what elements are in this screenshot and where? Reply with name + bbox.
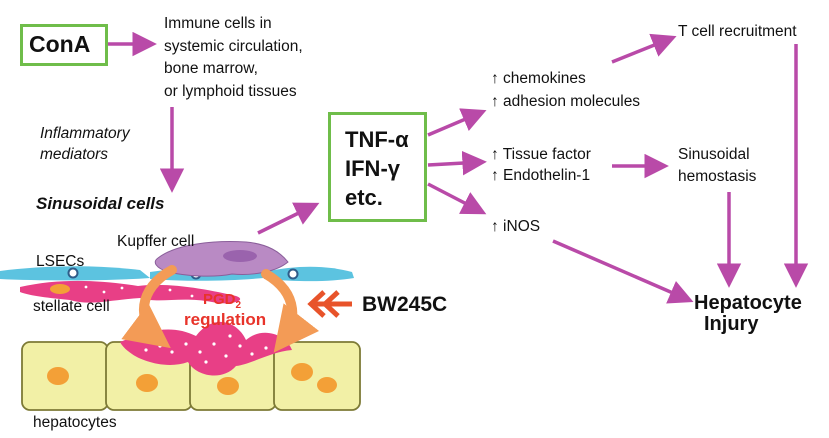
inflammatory-mediators-line: Inflammatory [40, 125, 130, 142]
arrow-cytokines-to-tissue-factor [427, 150, 487, 176]
adhesion-molecules-line: ↑ adhesion molecules [491, 93, 641, 110]
immune-cells-line: bone marrow, [164, 60, 258, 77]
cytokine-tnf: TNF-α [345, 127, 409, 152]
arrow-cytokines-to-inos [427, 182, 487, 215]
arrow-chemokines-to-tcell [611, 33, 677, 64]
stellate-cell [20, 280, 241, 304]
hepatocyte-injury-line: Hepatocyte [694, 292, 802, 314]
kupffer-cell-shape [154, 241, 289, 277]
kupffer-cell-label: Kupffer cell [117, 233, 195, 250]
hepatocyte-nucleus [291, 363, 313, 381]
immune-cells-line: Immune cells in [164, 15, 272, 32]
cona-label: ConA [29, 31, 91, 57]
hepatocyte-nucleus [47, 367, 69, 385]
lsecs-label: LSECs [36, 253, 85, 270]
lsec-nucleus [287, 268, 299, 280]
cytokines-box [328, 112, 427, 222]
immune-cells-line: or lymphoid tissues [164, 83, 297, 100]
stellate-cell-label: stellate cell [33, 298, 110, 315]
flow-arrows [108, 31, 809, 304]
kupffer-nucleus [223, 250, 257, 262]
t-cell-recruitment-label: T cell recruitment [678, 23, 797, 40]
inflammatory-mediators-line: mediators [40, 146, 109, 163]
hepatocyte-nucleus [317, 377, 337, 393]
immune-cells-line: systemic circulation, [164, 38, 303, 55]
pgd2-subscript: 2 [235, 300, 242, 311]
regulation-label: regulation [184, 310, 267, 329]
hepatocytes-label: hepatocytes [33, 414, 117, 431]
lsec-nucleus [67, 267, 79, 279]
pgd2-label: PGD2 [203, 291, 241, 311]
pgd2-text: PGD [203, 291, 236, 308]
sinusoidal-hemostasis-line: hemostasis [678, 168, 757, 185]
cona-box [20, 24, 108, 66]
endothelin-line: ↑ Endothelin-1 [491, 167, 591, 184]
chemokines-line: ↑ chemokines [491, 70, 586, 87]
hepatocyte-nucleus [217, 377, 239, 395]
arrow-inos-to-injury [552, 239, 694, 304]
hepatocyte-injury-line: Injury [704, 313, 759, 335]
stellate-nucleus [50, 284, 70, 294]
regulation-arrows [121, 265, 320, 353]
cytokine-ifn: IFN-γ [345, 156, 400, 181]
inos-label: ↑ iNOS [491, 218, 541, 235]
sinusoidal-cells-heading: Sinusoidal cells [36, 194, 165, 213]
tissue-factor-line: ↑ Tissue factor [491, 146, 591, 163]
arrow-kupffer-to-cytokines [257, 202, 320, 235]
cytokine-etc: etc. [345, 185, 383, 210]
sinusoidal-hemostasis-line: Sinusoidal [678, 146, 750, 163]
bw245c-label: BW245C [362, 293, 448, 316]
hepatocyte-cell [273, 341, 361, 411]
hepatocyte-nucleus [136, 374, 158, 392]
inhibitor-chevrons [307, 290, 352, 318]
arrow-cytokines-to-chemokines [427, 108, 487, 137]
